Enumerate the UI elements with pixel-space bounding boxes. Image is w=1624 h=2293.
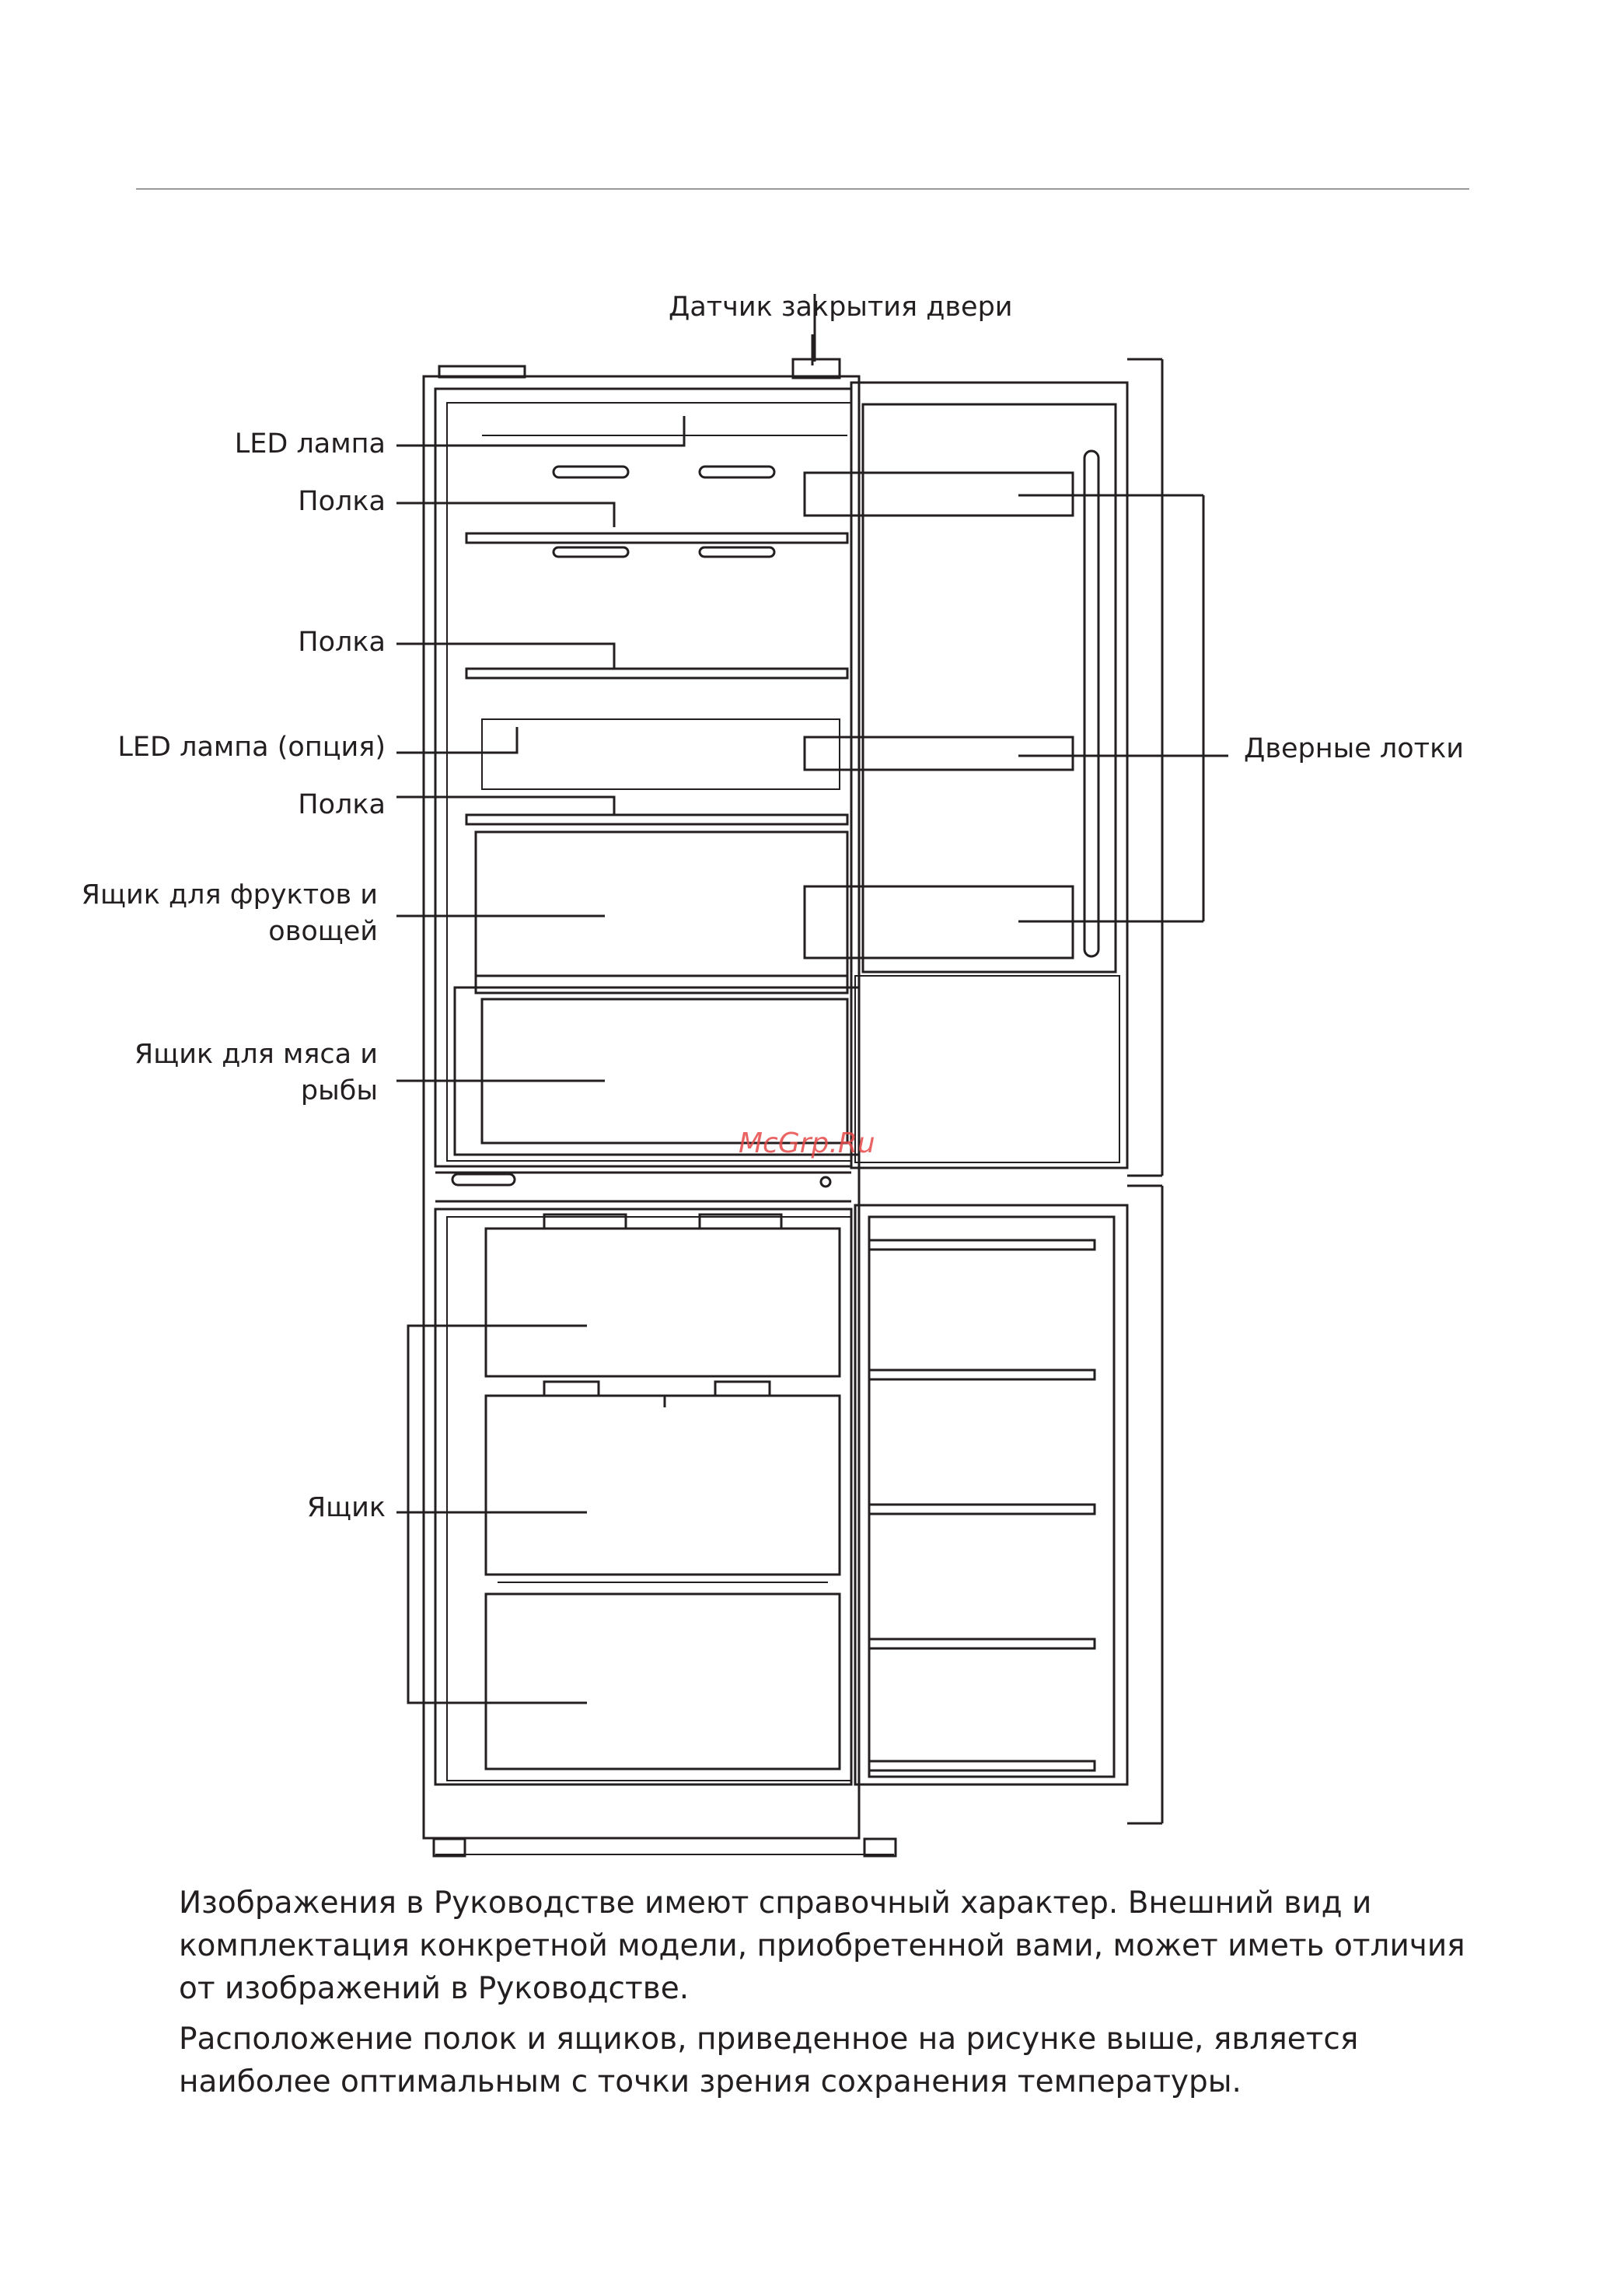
label-shelf-2: Полка bbox=[179, 624, 386, 661]
caption-paragraph-2: Расположение полок и ящиков, приведенное… bbox=[179, 2018, 1500, 2103]
label-crisper-line2: овощей bbox=[78, 914, 378, 950]
freezer-drawers bbox=[486, 1215, 840, 1769]
label-shelf-1: Полка bbox=[179, 484, 386, 520]
label-door-sensor: Датчик закрытия двери bbox=[669, 289, 1013, 326]
label-led-lamp-option: LED лампа (опция) bbox=[101, 729, 386, 766]
label-drawer: Ящик bbox=[179, 1490, 386, 1526]
lower-door bbox=[855, 1186, 1162, 1823]
watermark: McGrp.Ru bbox=[739, 1127, 875, 1159]
refrigerator-body bbox=[424, 334, 896, 1856]
label-shelf-3: Полка bbox=[179, 787, 386, 823]
caption-paragraph-1: Изображения в Руководстве имеют справочн… bbox=[179, 1882, 1500, 2010]
label-led-lamp: LED лампа bbox=[179, 426, 386, 463]
label-meat-line2: рыбы bbox=[78, 1073, 378, 1110]
label-crisper-line1: Ящик для фруктов и bbox=[78, 877, 378, 914]
label-door-trays: Дверные лотки bbox=[1244, 731, 1464, 767]
fridge-interior bbox=[455, 435, 859, 1155]
label-meat-line1: Ящик для мяса и bbox=[78, 1036, 378, 1073]
